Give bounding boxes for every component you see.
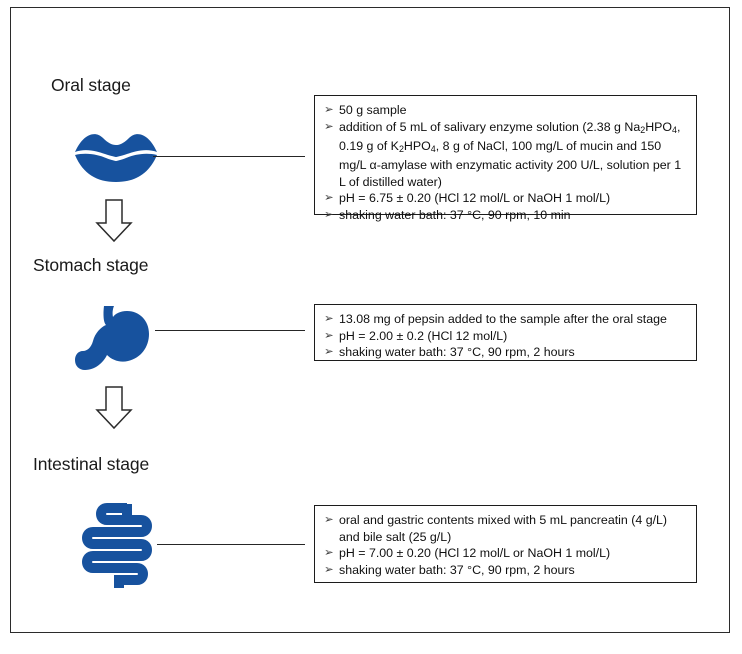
intestine-icon: [75, 502, 159, 592]
stage-label-stomach: Stomach stage: [33, 255, 149, 275]
bullet-item: ➢ 13.08 mg of pepsin added to the sample…: [322, 311, 688, 328]
bullet-text: pH = 7.00 ± 0.20 (HCl 12 mol/L or NaOH 1…: [339, 546, 611, 560]
bullet-item: ➢ pH = 2.00 ± 0.2 (HCl 12 mol/L): [322, 328, 688, 345]
bullet-item: ➢ oral and gastric contents mixed with 5…: [322, 512, 688, 545]
bullet-item: ➢ pH = 7.00 ± 0.20 (HCl 12 mol/L or NaOH…: [322, 545, 688, 562]
bullet-marker-icon: ➢: [324, 346, 334, 358]
bullet-text: pH = 6.75 ± 0.20 (HCl 12 mol/L or NaOH 1…: [339, 191, 611, 206]
bullet-marker-icon: ➢: [324, 547, 334, 559]
connector-line-intestinal: [157, 544, 305, 545]
bullet-marker-icon: ➢: [324, 104, 334, 116]
bullet-item: ➢ shaking water bath: 37 °C, 90 rpm, 10 …: [322, 207, 688, 224]
info-box-stomach: ➢ 13.08 mg of pepsin added to the sample…: [314, 304, 697, 361]
stomach-icon: [73, 303, 155, 373]
down-arrow-stomach-to-intestinal: [95, 386, 133, 435]
diagram-frame: Oral stage ➢ 50 g sample ➢ addition of 5…: [10, 7, 730, 633]
bullet-text: shaking water bath: 37 °C, 90 rpm, 2 hou…: [339, 562, 575, 577]
info-box-intestinal: ➢ oral and gastric contents mixed with 5…: [314, 505, 697, 583]
bullet-item: ➢ shaking water bath: 37 °C, 90 rpm, 2 h…: [322, 562, 688, 579]
bullet-text: shaking water bath: 37 °C, 90 rpm, 10 mi…: [339, 207, 571, 222]
bullet-marker-icon: ➢: [324, 329, 334, 342]
bullet-marker-icon: ➢: [324, 514, 334, 526]
connector-line-oral: [153, 156, 305, 157]
bullet-marker-icon: ➢: [324, 208, 334, 221]
bullet-marker-icon: ➢: [324, 313, 334, 325]
bullet-item: ➢ pH = 6.75 ± 0.20 (HCl 12 mol/L or NaOH…: [322, 190, 688, 207]
bullet-marker-icon: ➢: [324, 120, 334, 133]
connector-line-stomach: [155, 330, 305, 331]
bullet-item: ➢ addition of 5 mL of salivary enzyme so…: [322, 119, 688, 191]
down-arrow-oral-to-stomach: [95, 199, 133, 248]
bullet-text: 50 g sample: [339, 103, 407, 117]
lips-icon: [73, 128, 159, 184]
bullet-text: oral and gastric contents mixed with 5 m…: [339, 513, 671, 544]
bullet-text: pH = 2.00 ± 0.2 (HCl 12 mol/L): [339, 328, 508, 343]
stage-label-intestinal: Intestinal stage: [33, 454, 150, 474]
bullet-text: addition of 5 mL of salivary enzyme solu…: [339, 119, 685, 189]
bullet-marker-icon: ➢: [324, 563, 334, 576]
bullet-item: ➢ 50 g sample: [322, 102, 688, 119]
bullet-marker-icon: ➢: [324, 192, 334, 205]
info-box-oral: ➢ 50 g sample ➢ addition of 5 mL of sali…: [314, 95, 697, 222]
bullet-text: shaking water bath: 37 °C, 90 rpm, 2 hou…: [339, 345, 575, 359]
stage-label-oral: Oral stage: [51, 75, 131, 95]
bullet-item: ➢ shaking water bath: 37 °C, 90 rpm, 2 h…: [322, 344, 688, 361]
bullet-text: 13.08 mg of pepsin added to the sample a…: [339, 312, 667, 326]
